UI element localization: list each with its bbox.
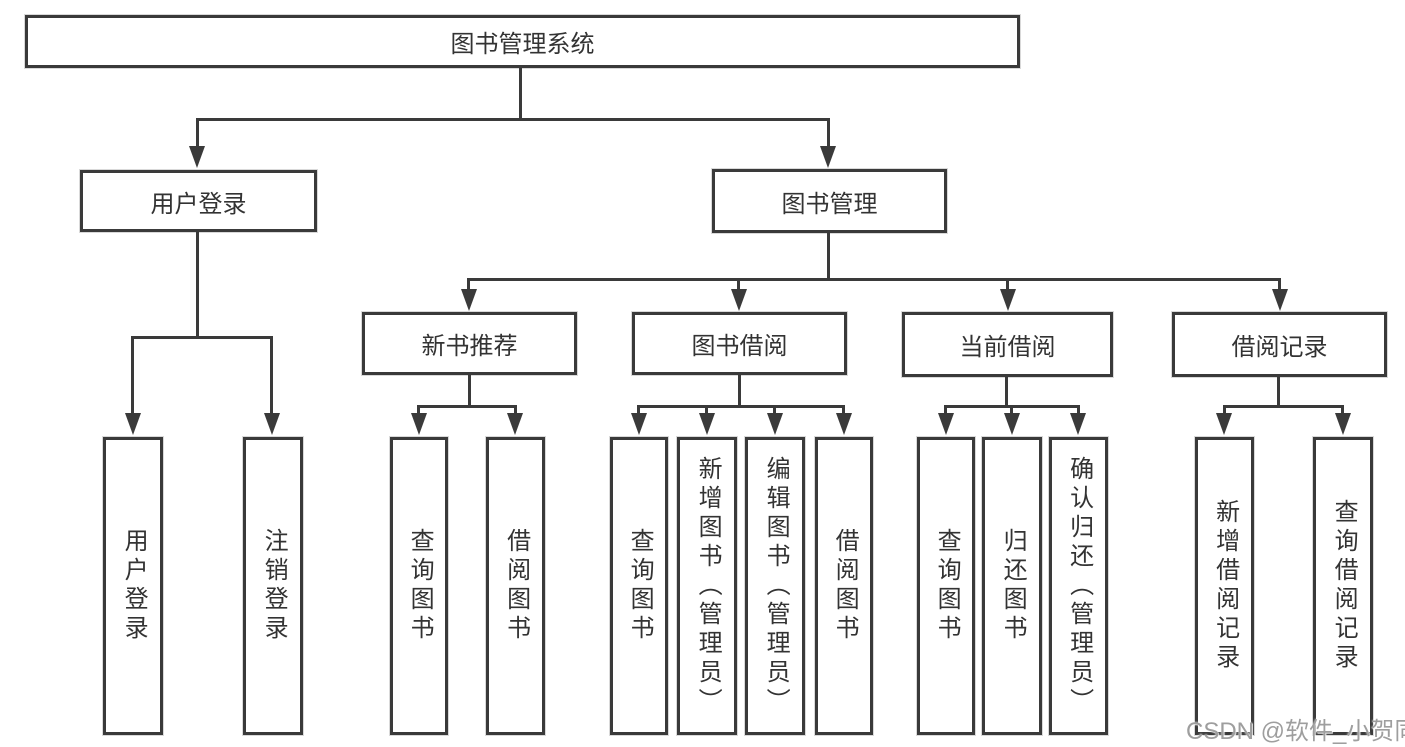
- arrow-down-icon: [189, 146, 205, 168]
- connector-vline: [1223, 405, 1226, 416]
- node-user-login: 用户登录: [80, 170, 317, 232]
- arrow-down-icon: [631, 413, 647, 435]
- leaf-borrow-book-recommend: 借阅图书: [486, 437, 545, 735]
- arrow-down-icon: [461, 289, 477, 311]
- node-label: 当前借阅: [959, 334, 1056, 361]
- arrow-down-icon: [699, 413, 715, 435]
- leaf-label: 借阅图书: [502, 528, 530, 644]
- node-label: 新书推荐: [421, 333, 518, 360]
- connector-vline: [944, 405, 947, 416]
- leaf-label: 注销登录: [260, 528, 288, 644]
- connector-vline: [467, 278, 470, 292]
- leaf-label: 查询图书: [406, 528, 434, 644]
- connector-vline: [827, 233, 830, 280]
- node-label: 借阅记录: [1231, 334, 1328, 361]
- arrow-down-icon: [767, 413, 783, 435]
- leaf-return-book: 归还图书: [982, 437, 1042, 735]
- connector-vline: [1077, 405, 1080, 416]
- connector-hline: [196, 118, 830, 121]
- node-label: 图书管理: [781, 190, 878, 218]
- node-current-borrow: 当前借阅: [902, 312, 1113, 377]
- leaf-label: 新增图书（管理员）: [694, 455, 722, 717]
- connector-vline: [468, 375, 471, 407]
- connector-vline: [519, 68, 522, 120]
- connector-hline: [417, 405, 517, 408]
- leaf-query-book-recommend: 查询图书: [390, 437, 448, 735]
- node-label: 用户登录: [150, 190, 247, 218]
- connector-hline: [467, 278, 1281, 281]
- arrow-down-icon: [125, 413, 141, 435]
- leaf-confirm-return-admin: 确认归还（管理员）: [1049, 437, 1108, 735]
- connector-vline: [1277, 376, 1280, 407]
- connector-vline: [270, 336, 273, 415]
- connector-hline: [944, 405, 1080, 408]
- leaf-label: 用户登录: [120, 528, 148, 644]
- leaf-borrow-book: 借阅图书: [815, 437, 873, 735]
- connector-vline: [738, 375, 741, 407]
- arrow-down-icon: [411, 413, 427, 435]
- arrow-down-icon: [731, 289, 747, 311]
- node-borrow-records: 借阅记录: [1172, 312, 1387, 377]
- connector-vline: [1006, 278, 1009, 292]
- leaf-label: 归还图书: [999, 528, 1027, 644]
- node-root: 图书管理系统: [25, 15, 1020, 68]
- leaf-query-borrow-record: 查询借阅记录: [1313, 437, 1373, 735]
- connector-vline: [773, 405, 776, 416]
- connector-hline: [1223, 405, 1344, 408]
- connector-vline: [514, 405, 517, 416]
- connector-vline: [196, 118, 199, 148]
- connector-vline: [1341, 405, 1344, 416]
- connector-vline: [131, 336, 134, 415]
- connector-vline: [637, 405, 640, 416]
- connector-vline: [705, 405, 708, 416]
- arrow-down-icon: [1272, 289, 1288, 311]
- arrow-down-icon: [820, 146, 836, 168]
- leaf-label: 查询借阅记录: [1330, 499, 1358, 673]
- connector-hline: [637, 405, 845, 408]
- arrow-down-icon: [1335, 413, 1351, 435]
- leaf-label: 新增借阅记录: [1211, 499, 1239, 673]
- connector-vline: [1005, 376, 1008, 407]
- leaf-logout: 注销登录: [243, 437, 303, 735]
- arrow-down-icon: [1000, 289, 1016, 311]
- leaf-add-borrow-record: 新增借阅记录: [1195, 437, 1254, 735]
- connector-vline: [737, 278, 740, 292]
- leaf-label: 查询图书: [626, 528, 654, 644]
- connector-vline: [417, 405, 420, 416]
- arrow-down-icon: [836, 413, 852, 435]
- arrow-down-icon: [1070, 413, 1086, 435]
- leaf-query-book-borrow: 查询图书: [610, 437, 668, 735]
- connector-vline: [842, 405, 845, 416]
- connector-vline: [1278, 278, 1281, 292]
- arrow-down-icon: [1004, 413, 1020, 435]
- leaf-query-book-current: 查询图书: [917, 437, 975, 735]
- connector-vline: [827, 118, 830, 148]
- arrow-down-icon: [1216, 413, 1232, 435]
- node-label: 图书借阅: [691, 333, 788, 360]
- leaf-user-login: 用户登录: [103, 437, 163, 735]
- leaf-label: 编辑图书（管理员）: [762, 455, 790, 717]
- leaf-label: 借阅图书: [831, 528, 859, 644]
- leaf-edit-book-admin: 编辑图书（管理员）: [745, 437, 805, 735]
- arrow-down-icon: [938, 413, 954, 435]
- connector-hline: [131, 336, 273, 339]
- csdn-watermark: CSDN @软件_小贺同学: [1186, 718, 1405, 745]
- leaf-add-book-admin: 新增图书（管理员）: [677, 437, 737, 735]
- arrow-down-icon: [507, 413, 523, 435]
- connector-vline: [196, 232, 199, 338]
- node-new-book-recommend: 新书推荐: [362, 312, 577, 375]
- leaf-label: 确认归还（管理员）: [1065, 455, 1093, 717]
- node-book-management: 图书管理: [712, 169, 947, 233]
- leaf-label: 查询图书: [933, 528, 961, 644]
- node-book-borrow: 图书借阅: [632, 312, 847, 375]
- arrow-down-icon: [264, 413, 280, 435]
- node-root-label: 图书管理系统: [450, 31, 595, 58]
- connector-vline: [1010, 405, 1013, 416]
